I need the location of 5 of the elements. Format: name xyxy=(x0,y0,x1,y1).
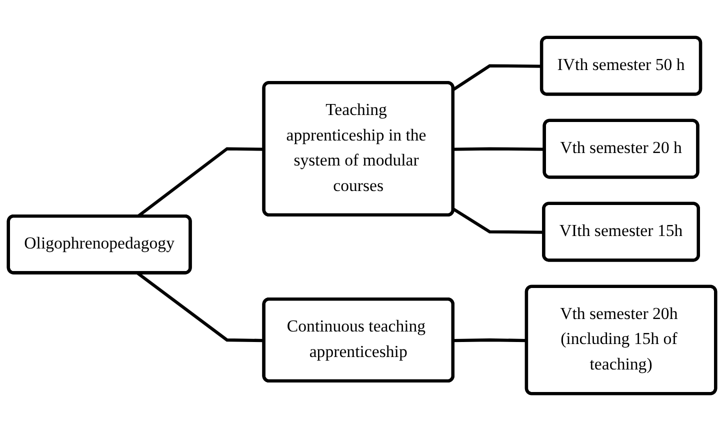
connector xyxy=(453,147,545,151)
connector xyxy=(453,338,528,342)
connector xyxy=(136,272,264,342)
connector xyxy=(452,64,542,91)
connector xyxy=(452,208,544,234)
